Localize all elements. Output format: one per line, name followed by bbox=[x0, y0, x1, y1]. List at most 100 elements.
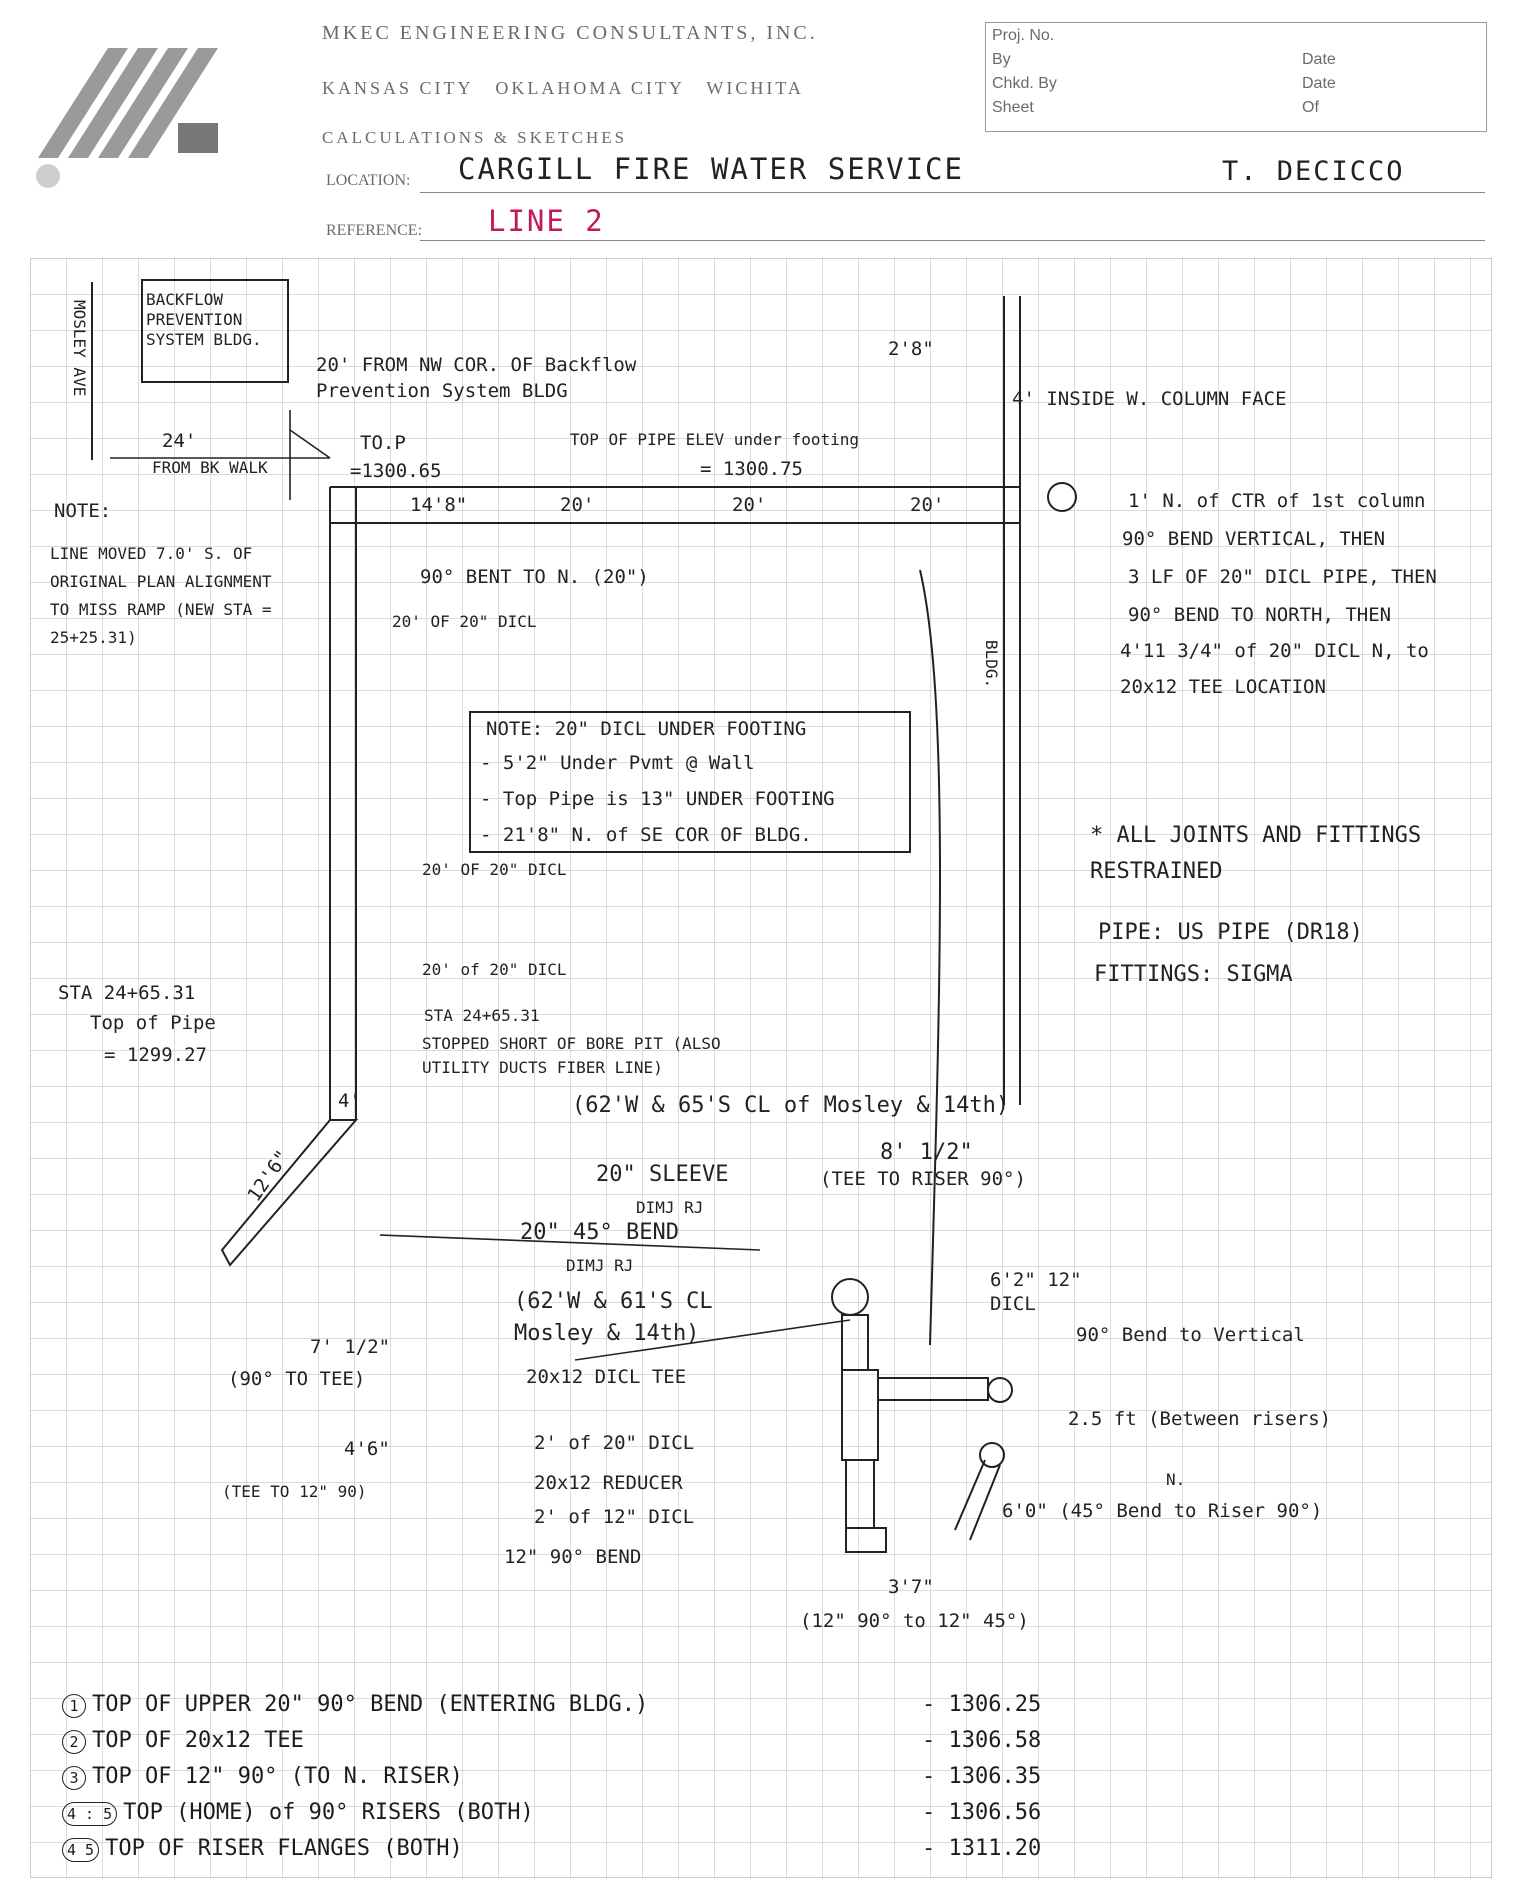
note-label: NOTE: bbox=[54, 500, 112, 522]
dim-4-6: 4'6" bbox=[344, 1438, 390, 1460]
tee-to-90: (TEE TO 12" 90) bbox=[222, 1482, 367, 1501]
north-label: N. bbox=[1166, 1470, 1186, 1489]
backflow-bldg-label: BACKFLOW PREVENTION SYSTEM BLDG. bbox=[146, 290, 262, 349]
by-label: By bbox=[992, 51, 1011, 68]
dim-2-5: 2.5 ft (Between risers) bbox=[1068, 1408, 1332, 1430]
checked-by-label: Chkd. By bbox=[992, 75, 1057, 92]
dim-3-7: 3'7" bbox=[888, 1576, 934, 1598]
box-line-3: - 21'8" N. of SE COR OF BLDG. bbox=[480, 824, 812, 846]
elevation-number: 4 5 bbox=[62, 1838, 100, 1862]
fittings-note: FITTINGS: SIGMA bbox=[1094, 962, 1293, 987]
top-p-value: =1300.65 bbox=[350, 460, 442, 482]
right-note-2: 90° BEND VERTICAL, THEN bbox=[1122, 528, 1386, 550]
mosley-ave-label: MOSLEY AVE bbox=[70, 300, 89, 397]
reference-label: REFERENCE: bbox=[326, 222, 423, 239]
dicl-20-note-1: 20' OF 20" DICL bbox=[392, 612, 537, 631]
dim-4: 4' bbox=[338, 1090, 361, 1112]
elevation-number: 2 bbox=[62, 1730, 86, 1754]
two-ft-20-dicl: 2' of 20" DICL bbox=[534, 1432, 695, 1454]
all-joints-note: * ALL JOINTS AND FITTINGS RESTRAINED bbox=[1090, 823, 1422, 884]
box-line-2: - Top Pipe is 13" UNDER FOOTING bbox=[480, 788, 835, 810]
reference-value: LINE 2 bbox=[488, 204, 605, 238]
elevation-number: 4 : 5 bbox=[62, 1802, 118, 1826]
segment-2: 20' bbox=[560, 494, 595, 516]
elevation-value: - 1306.56 bbox=[922, 1800, 1042, 1825]
date-label-1: Date bbox=[1302, 51, 1336, 68]
segment-3: 20' bbox=[732, 494, 767, 516]
engineer-name: T. DECICCO bbox=[1222, 156, 1405, 187]
segment-4: 20' bbox=[910, 494, 945, 516]
bend-45-label: 20" 45° BEND bbox=[520, 1220, 679, 1245]
ninety-to-tee: (90° TO TEE) bbox=[228, 1368, 366, 1390]
reference-underline bbox=[420, 240, 1485, 241]
elevation-value: - 1311.20 bbox=[922, 1836, 1042, 1861]
dicl-20-note-3: 20' of 20" DICL bbox=[422, 960, 567, 979]
top-p-label: TO.P bbox=[360, 432, 406, 454]
location-value: CARGILL FIRE WATER SERVICE bbox=[458, 152, 964, 186]
tee-to-riser: (TEE TO RISER 90°) bbox=[820, 1168, 1026, 1190]
dimj-rj-1: DIMJ RJ bbox=[636, 1198, 704, 1217]
dim-3-7-note: (12" 90° to 12" 45°) bbox=[800, 1610, 1029, 1632]
tee-label: 20x12 DICL TEE bbox=[526, 1366, 687, 1388]
from-bk-walk: FROM BK WALK bbox=[152, 458, 268, 477]
elevation-label: TOP OF 20x12 TEE bbox=[92, 1728, 304, 1753]
line-moved-note: LINE MOVED 7.0' S. OF ORIGINAL PLAN ALIG… bbox=[50, 544, 272, 647]
right-note-1: 1' N. of CTR of 1st column bbox=[1128, 490, 1426, 512]
sheet-label: Sheet bbox=[992, 99, 1034, 116]
elevation-number: 3 bbox=[62, 1766, 86, 1790]
dim-6-0: 6'0" (45° Bend to Riser 90°) bbox=[1002, 1500, 1323, 1522]
top-pipe-elev-label: TOP OF PIPE ELEV under footing bbox=[570, 430, 859, 449]
elevation-label: TOP (HOME) of 90° RISERS (BOTH) bbox=[123, 1800, 534, 1825]
pipe-note: PIPE: US PIPE (DR18) bbox=[1098, 920, 1363, 945]
dimj-rj-2: DIMJ RJ bbox=[566, 1256, 634, 1275]
calc-label: CALCULATIONS & SKETCHES bbox=[322, 128, 628, 147]
elevation-label: TOP OF UPPER 20" 90° BEND (ENTERING BLDG… bbox=[92, 1692, 649, 1717]
company-name: MKEC ENGINEERING CONSULTANTS, INC. bbox=[322, 22, 818, 44]
reducer-label: 20x12 REDUCER bbox=[534, 1472, 683, 1494]
elevation-value: - 1306.35 bbox=[922, 1764, 1042, 1789]
bent-to-n-note: 90° BENT TO N. (20") bbox=[420, 566, 649, 588]
of-label: Of bbox=[1302, 99, 1319, 116]
top-pipe-elev-value: = 1300.75 bbox=[700, 458, 803, 480]
elevation-number: 1 bbox=[62, 1694, 86, 1718]
station-2: STA 24+65.31 bbox=[424, 1006, 540, 1025]
company-cities: KANSAS CITY OKLAHOMA CITY WICHITA bbox=[322, 78, 804, 98]
dicl-20-note-2: 20' OF 20" DICL bbox=[422, 860, 567, 879]
date-label-2: Date bbox=[1302, 75, 1336, 92]
bend-90-label: 12" 90° BEND bbox=[504, 1546, 642, 1568]
right-note-3: 3 LF OF 20" DICL PIPE, THEN bbox=[1128, 566, 1437, 588]
sleeve-label: 20" SLEEVE bbox=[596, 1162, 729, 1187]
cl-mosley-1: (62'W & 65'S CL of Mosley & 14th) bbox=[572, 1093, 1010, 1118]
bldg-label: BLDG. bbox=[982, 640, 1001, 689]
box-line-1: - 5'2" Under Pvmt @ Wall bbox=[480, 752, 755, 774]
right-note-6: 20x12 TEE LOCATION bbox=[1120, 676, 1326, 698]
dim-2-8: 2'8" bbox=[888, 338, 934, 360]
inside-column-note: 4' INSIDE W. COLUMN FACE bbox=[1012, 388, 1287, 410]
elevation-value: - 1306.25 bbox=[922, 1692, 1042, 1717]
right-note-5: 4'11 3/4" of 20" DICL N, to bbox=[1120, 640, 1429, 662]
dim-6-2: 6'2" 12" DICL bbox=[990, 1269, 1082, 1315]
elevation-label: TOP OF RISER FLANGES (BOTH) bbox=[105, 1836, 463, 1861]
elevation-value: - 1306.58 bbox=[922, 1728, 1042, 1753]
stopped-short-note: STOPPED SHORT OF BORE PIT (ALSO UTILITY … bbox=[422, 1034, 721, 1077]
right-note-4: 90° BEND TO NORTH, THEN bbox=[1128, 604, 1392, 626]
top-of-pipe-label: Top of Pipe bbox=[90, 1012, 216, 1034]
grid-paper bbox=[30, 258, 1492, 1878]
box-title: NOTE: 20" DICL UNDER FOOTING bbox=[486, 718, 807, 740]
station-1: STA 24+65.31 bbox=[58, 982, 196, 1004]
note-20-from: 20' FROM NW COR. OF Backflow Prevention … bbox=[316, 354, 637, 402]
dim-7-1-2: 7' 1/2" bbox=[310, 1336, 391, 1358]
two-ft-12-dicl: 2' of 12" DICL bbox=[534, 1506, 695, 1528]
location-label: LOCATION: bbox=[326, 172, 411, 189]
proj-no-label: Proj. No. bbox=[992, 27, 1055, 44]
segment-1: 14'8" bbox=[410, 494, 468, 516]
elevation-label: TOP OF 12" 90° (TO N. RISER) bbox=[92, 1764, 463, 1789]
cl-mosley-2: (62'W & 61'S CL Mosley & 14th) bbox=[514, 1289, 713, 1346]
top-of-pipe-value: = 1299.27 bbox=[104, 1044, 207, 1066]
location-underline bbox=[420, 192, 1485, 193]
